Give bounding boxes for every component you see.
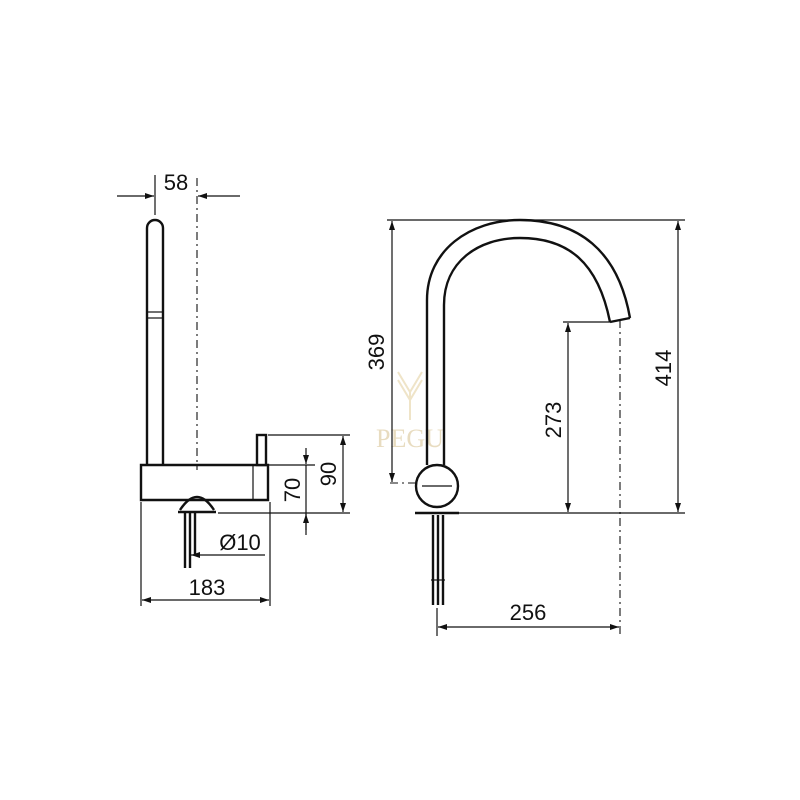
watermark: PEGU — [376, 371, 444, 453]
dim-handle-height-tall: 90 — [316, 462, 341, 486]
side-base-dome — [178, 495, 216, 511]
dim-handle-height-short: 70 — [280, 478, 305, 502]
front-spout-outer — [425, 218, 632, 465]
front-supply-hoses — [431, 515, 445, 605]
dim-reach-offset: 58 — [164, 170, 188, 195]
front-spout-inner — [442, 236, 612, 465]
dim-hose-diameter: Ø10 — [219, 530, 261, 555]
side-view: 58 183 Ø10 70 90 — [117, 170, 350, 606]
dim-outlet-height: 273 — [541, 402, 566, 439]
watermark-brand: PEGU — [376, 424, 444, 453]
side-handle — [255, 433, 268, 467]
front-view: 369 273 414 256 — [364, 218, 685, 636]
dim-spout-height: 369 — [364, 334, 389, 371]
dim-spout-reach: 256 — [510, 600, 547, 625]
side-body — [139, 463, 270, 502]
side-supply-hose — [183, 512, 197, 568]
side-spout-column — [145, 218, 165, 465]
dim-total-height: 414 — [651, 350, 676, 387]
dim-side-width: 183 — [189, 575, 226, 600]
